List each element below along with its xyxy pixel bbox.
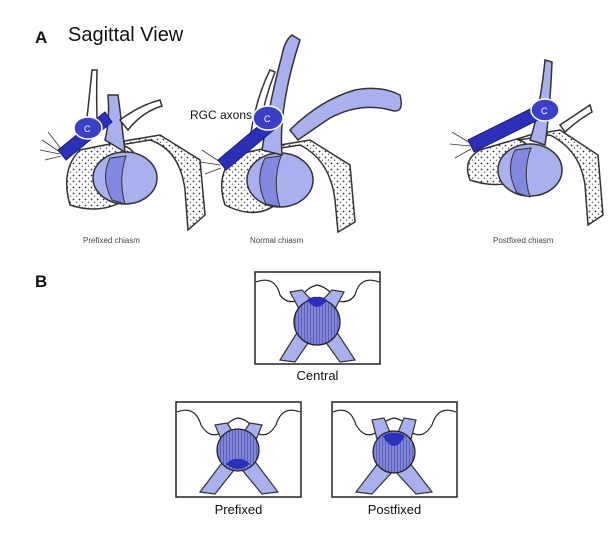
caption-normal-chiasm: Normal chiasm [250, 236, 304, 245]
panel-b-letter: B [35, 272, 48, 291]
normal-third-ventricle [288, 87, 402, 142]
normal-nerve-fibers [199, 149, 222, 175]
normal-chiasm-label: C [264, 114, 271, 124]
caption-prefixed-chiasm: Prefixed chiasm [83, 236, 140, 245]
postfixed-nerve-fibers [449, 131, 472, 159]
prefixed-chiasm [73, 116, 103, 140]
caption-postfixed: Postfixed [367, 502, 422, 517]
caption-central: Central [296, 368, 339, 383]
prefixed-nerve-fibers [39, 131, 63, 161]
postfixed-chiasm-label: C [541, 106, 548, 116]
rgc-axons-label: RGC axons [190, 108, 253, 122]
postfixed-chiasm [530, 98, 560, 122]
panel-a-title: Sagittal View [68, 24, 184, 46]
caption-prefixed: Prefixed [214, 502, 263, 517]
caption-postfixed-chiasm: Postfixed chiasm [493, 236, 554, 245]
normal-chiasm [252, 105, 284, 131]
prefixed-chiasm-label: C [84, 124, 91, 134]
panel-a-letter: A [35, 28, 48, 47]
